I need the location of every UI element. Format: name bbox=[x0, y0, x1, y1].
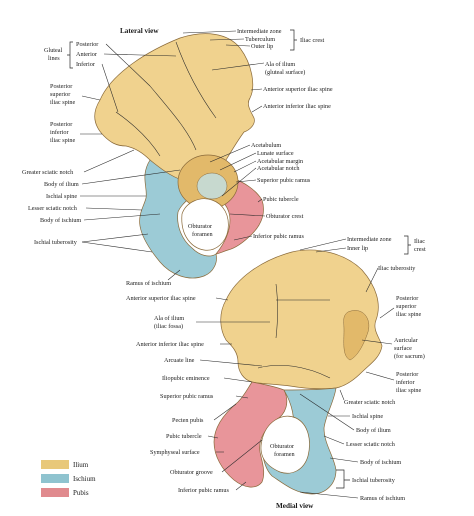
label-ischial-tuberosity: Ischial tuberosity bbox=[34, 239, 78, 246]
label-m-psis-3: iliac spine bbox=[396, 311, 422, 318]
label-m-body-of-ischium: Body of ischium bbox=[360, 459, 401, 466]
label-greater-sciatic-notch: Greater sciatic notch bbox=[22, 169, 74, 176]
label-gluteal-posterior: Posterior bbox=[76, 41, 98, 48]
label-pubic-tubercle: Pubic tubercle bbox=[263, 196, 299, 203]
label-lesser-sciatic-notch: Lesser sciatic notch bbox=[28, 205, 78, 212]
label-m-auricular-3: (for sacrum) bbox=[394, 353, 425, 360]
medial-labels: Intermediate zone Inner lip Iliac crest … bbox=[126, 235, 426, 510]
label-intermediate-zone: Intermediate zone bbox=[237, 28, 282, 35]
label-gluteal-surface: (gluteal surface) bbox=[265, 69, 305, 76]
label-inferior-pubic-ramus: Inferior pubic ramus bbox=[253, 233, 304, 240]
label-m-obturator-groove: Obturator groove bbox=[170, 469, 213, 476]
label-m-piis-3: iliac spine bbox=[396, 387, 422, 394]
lateral-obturator-foramen bbox=[181, 198, 229, 251]
label-m-ischial-tuberosity: Ischial tuberosity bbox=[352, 477, 396, 484]
legend-label-pubis: Pubis bbox=[73, 489, 89, 497]
label-outer-lip: Outer lip bbox=[251, 43, 273, 50]
label-m-asis: Anterior superior iliac spine bbox=[126, 295, 196, 302]
label-superior-pubic-ramus: Superior pubic ramus bbox=[257, 177, 311, 184]
label-body-of-ischium: Body of ischium bbox=[40, 217, 81, 224]
medial-view-bone bbox=[213, 249, 383, 495]
legend-label-ilium: Ilium bbox=[73, 461, 89, 469]
label-m-iliac-tuberosity: Iliac tuberosity bbox=[378, 265, 416, 272]
label-m-psis-1: Posterior bbox=[396, 295, 418, 302]
label-m-auricular-1: Auricular bbox=[394, 337, 418, 344]
legend: Ilium Ischium Pubis bbox=[41, 460, 96, 497]
label-iliac-crest: Iliac crest bbox=[300, 37, 324, 44]
lateral-ilium bbox=[94, 33, 255, 181]
label-piis-1: Posterior bbox=[50, 121, 72, 128]
label-gluteal-inferior: Inferior bbox=[76, 61, 95, 68]
label-acetabular-margin: Acetabular margin bbox=[257, 158, 303, 165]
label-lunate-surface: Lunate surface bbox=[257, 150, 294, 157]
label-ramus-of-ischium: Ramus of ischium bbox=[126, 280, 171, 287]
label-m-inferior-pubic-ramus: Inferior pubic ramus bbox=[178, 487, 229, 494]
label-psis-2: superior bbox=[50, 91, 70, 98]
legend-swatch-ischium bbox=[41, 474, 69, 483]
label-tuberculum: Tuberculum bbox=[245, 36, 275, 43]
legend-swatch-ilium bbox=[41, 460, 69, 469]
label-m-intermediate-zone: Intermediate zone bbox=[347, 236, 392, 243]
label-m-body-of-ilium: Body of ilium bbox=[356, 427, 391, 434]
label-gluteal-anterior: Anterior bbox=[76, 51, 97, 58]
label-ala-of-ilium: Ala of ilium bbox=[265, 61, 295, 68]
medial-auricular-surface bbox=[343, 310, 370, 361]
label-piis-2: inferior bbox=[50, 129, 69, 136]
label-m-pubic-tubercle: Pubic tubercle bbox=[166, 433, 202, 440]
medial-pubis bbox=[213, 381, 288, 488]
label-m-iliac-fossa: (iliac fossa) bbox=[154, 323, 183, 330]
label-m-aiis: Anterior inferior iliac spine bbox=[136, 341, 204, 348]
label-obturator-crest: Obturator crest bbox=[266, 213, 304, 220]
medial-obturator-foramen bbox=[260, 416, 310, 474]
label-m-superior-pubic-ramus: Superior pubic ramus bbox=[160, 393, 214, 400]
label-m-symphyseal-surface: Symphyseal surface bbox=[150, 449, 200, 456]
label-gluteal-lines-2: lines bbox=[48, 55, 60, 62]
label-m-iliac-crest-2: crest bbox=[414, 246, 426, 253]
label-m-lesser-sciatic-notch: Lesser sciatic notch bbox=[346, 441, 396, 448]
lateral-view-bone bbox=[94, 33, 264, 279]
medial-view-title: Medial view bbox=[276, 502, 314, 510]
label-m-greater-sciatic-notch: Greater sciatic notch bbox=[344, 399, 396, 406]
label-m-piis-1: Posterior bbox=[396, 371, 418, 378]
label-m-ala-of-ilium: Ala of ilium bbox=[154, 315, 184, 322]
label-aiis: Anterior inferior iliac spine bbox=[263, 103, 331, 110]
lateral-view-title: Lateral view bbox=[120, 27, 159, 35]
label-piis-3: iliac spine bbox=[50, 137, 76, 144]
lateral-acetabular-fossa bbox=[196, 172, 228, 200]
label-acetabular-notch: Acetabular notch bbox=[257, 165, 300, 172]
label-m-iliopubic-eminence: Iliopubic eminence bbox=[162, 375, 210, 382]
label-ischial-spine: Ischial spine bbox=[46, 193, 77, 200]
label-m-inner-lip: Inner lip bbox=[347, 245, 368, 252]
label-m-ramus-of-ischium: Ramus of ischium bbox=[360, 495, 405, 502]
label-gluteal-lines-1: Gluteal bbox=[44, 47, 62, 54]
medial-ilium bbox=[220, 249, 383, 390]
legend-swatch-pubis bbox=[41, 488, 69, 497]
label-m-arcuate-line: Arcuate line bbox=[164, 357, 195, 364]
label-m-obturator-foramen-2: foramen bbox=[274, 451, 295, 458]
label-obturator-foramen-1: Obturator bbox=[188, 223, 212, 230]
label-m-auricular-2: surface bbox=[394, 345, 412, 352]
label-psis-3: iliac spine bbox=[50, 99, 76, 106]
label-m-ischial-spine: Ischial spine bbox=[352, 413, 383, 420]
lateral-labels: Lateral view Intermediate zone Tuberculu… bbox=[22, 27, 333, 287]
label-m-psis-2: superior bbox=[396, 303, 416, 310]
legend-label-ischium: Ischium bbox=[73, 475, 96, 483]
label-body-of-ilium: Body of ilium bbox=[44, 181, 79, 188]
label-obturator-foramen-2: foramen bbox=[192, 231, 213, 238]
label-acetabulum: Acetabulum bbox=[251, 142, 281, 149]
label-psis-1: Posterior bbox=[50, 83, 72, 90]
label-m-iliac-crest-1: Iliac bbox=[414, 238, 425, 245]
label-m-pecten-pubis: Pecten pubis bbox=[172, 417, 204, 424]
label-m-obturator-foramen-1: Obturator bbox=[270, 443, 294, 450]
label-m-piis-2: inferior bbox=[396, 379, 415, 386]
label-asis: Anterior superior iliac spine bbox=[263, 86, 333, 93]
